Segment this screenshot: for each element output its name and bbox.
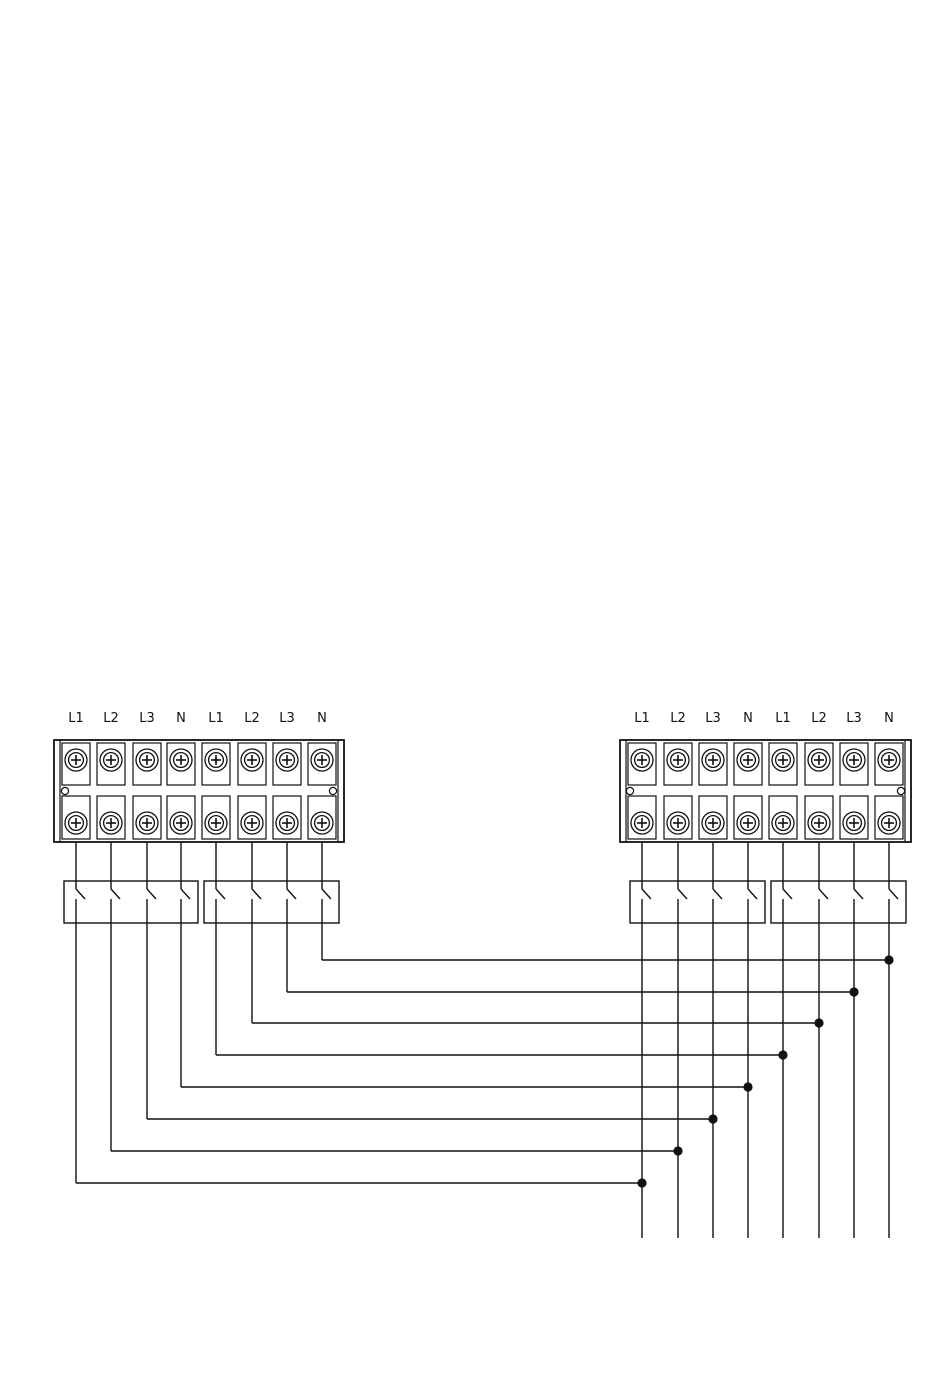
right-terminal-label: N (884, 711, 894, 726)
left-terminal-label: L2 (244, 711, 260, 726)
switch-contact-icon (216, 889, 225, 899)
junction-dot-icon (849, 987, 858, 996)
left-terminal-label: L1 (208, 711, 224, 726)
switch-contact-icon (642, 889, 651, 899)
junctions (637, 955, 893, 1187)
right-terminal-labels: L1 L2 L3 N L1 L2 L3 N (634, 711, 894, 726)
screw-terminal-icon (737, 749, 759, 771)
screw-terminal-icon (843, 812, 865, 834)
switch-box (771, 881, 906, 923)
screw-terminal-icon (702, 749, 724, 771)
screw-terminal-icon (170, 749, 192, 771)
screw-terminal-icon (100, 749, 122, 771)
screw-terminal-icon (241, 749, 263, 771)
right-terminal-label: L3 (705, 711, 721, 726)
left-terminal-label: L1 (68, 711, 84, 726)
mounting-hole-icon (61, 787, 68, 794)
switch-box (630, 881, 765, 923)
screw-terminal-icon (667, 749, 689, 771)
left-terminal-labels: L1 L2 L3 N L1 L2 L3 N (68, 711, 327, 726)
switch-contact-icon (713, 889, 722, 899)
junction-dot-icon (673, 1146, 682, 1155)
switch-contact-icon (76, 889, 85, 899)
screw-terminal-icon (843, 749, 865, 771)
screw-terminal-icon (772, 749, 794, 771)
screw-terminal-icon (808, 812, 830, 834)
left-terminal-label: L2 (103, 711, 119, 726)
switch-contact-icon (678, 889, 687, 899)
right-terminal-label: L1 (634, 711, 650, 726)
screw-terminal-icon (878, 749, 900, 771)
right-terminal-label: L1 (775, 711, 791, 726)
junction-dot-icon (743, 1082, 752, 1091)
right-switch-group (630, 881, 906, 923)
switch-box (64, 881, 198, 923)
screw-terminal-icon (205, 812, 227, 834)
switch-contact-icon (783, 889, 792, 899)
switch-contact-icon (889, 889, 898, 899)
screw-terminal-icon (631, 812, 653, 834)
switch-contact-icon (748, 889, 757, 899)
left-switch-group (64, 881, 339, 923)
screw-terminal-icon (631, 749, 653, 771)
junction-dot-icon (778, 1050, 787, 1059)
screw-terminal-icon (241, 812, 263, 834)
mounting-hole-icon (897, 787, 904, 794)
screw-terminal-icon (65, 812, 87, 834)
screw-terminal-icon (170, 812, 192, 834)
screw-terminal-icon (702, 812, 724, 834)
left-terminal-block (54, 740, 344, 842)
screw-terminal-icon (667, 812, 689, 834)
junction-dot-icon (814, 1018, 823, 1027)
switch-contact-icon (322, 889, 331, 899)
switch-contact-icon (111, 889, 120, 899)
screw-terminal-icon (311, 812, 333, 834)
mounting-hole-icon (329, 787, 336, 794)
screw-terminal-icon (276, 812, 298, 834)
screw-terminal-icon (136, 812, 158, 834)
left-terminal-label: L3 (279, 711, 295, 726)
switch-contact-icon (287, 889, 296, 899)
switch-box (204, 881, 339, 923)
switch-contact-icon (819, 889, 828, 899)
screw-terminal-icon (737, 812, 759, 834)
junction-dot-icon (884, 955, 893, 964)
right-terminal-label: N (743, 711, 753, 726)
screw-terminal-icon (311, 749, 333, 771)
right-terminal-block (620, 740, 911, 842)
screw-terminal-icon (205, 749, 227, 771)
left-terminal-label: L3 (139, 711, 155, 726)
mounting-hole-icon (626, 787, 633, 794)
left-terminal-label: N (176, 711, 186, 726)
screw-terminal-icon (65, 749, 87, 771)
right-terminal-label: L2 (811, 711, 827, 726)
screw-terminal-icon (136, 749, 158, 771)
screw-terminal-icon (276, 749, 298, 771)
screw-terminal-icon (100, 812, 122, 834)
junction-dot-icon (708, 1114, 717, 1123)
screw-terminal-icon (808, 749, 830, 771)
switch-contact-icon (181, 889, 190, 899)
switch-contact-icon (147, 889, 156, 899)
screw-terminal-icon (772, 812, 794, 834)
left-terminal-label: N (317, 711, 327, 726)
right-terminal-label: L2 (670, 711, 686, 726)
switch-contact-icon (252, 889, 261, 899)
junction-dot-icon (637, 1178, 646, 1187)
switch-contact-icon (854, 889, 863, 899)
screw-terminal-icon (878, 812, 900, 834)
right-terminal-label: L3 (846, 711, 862, 726)
